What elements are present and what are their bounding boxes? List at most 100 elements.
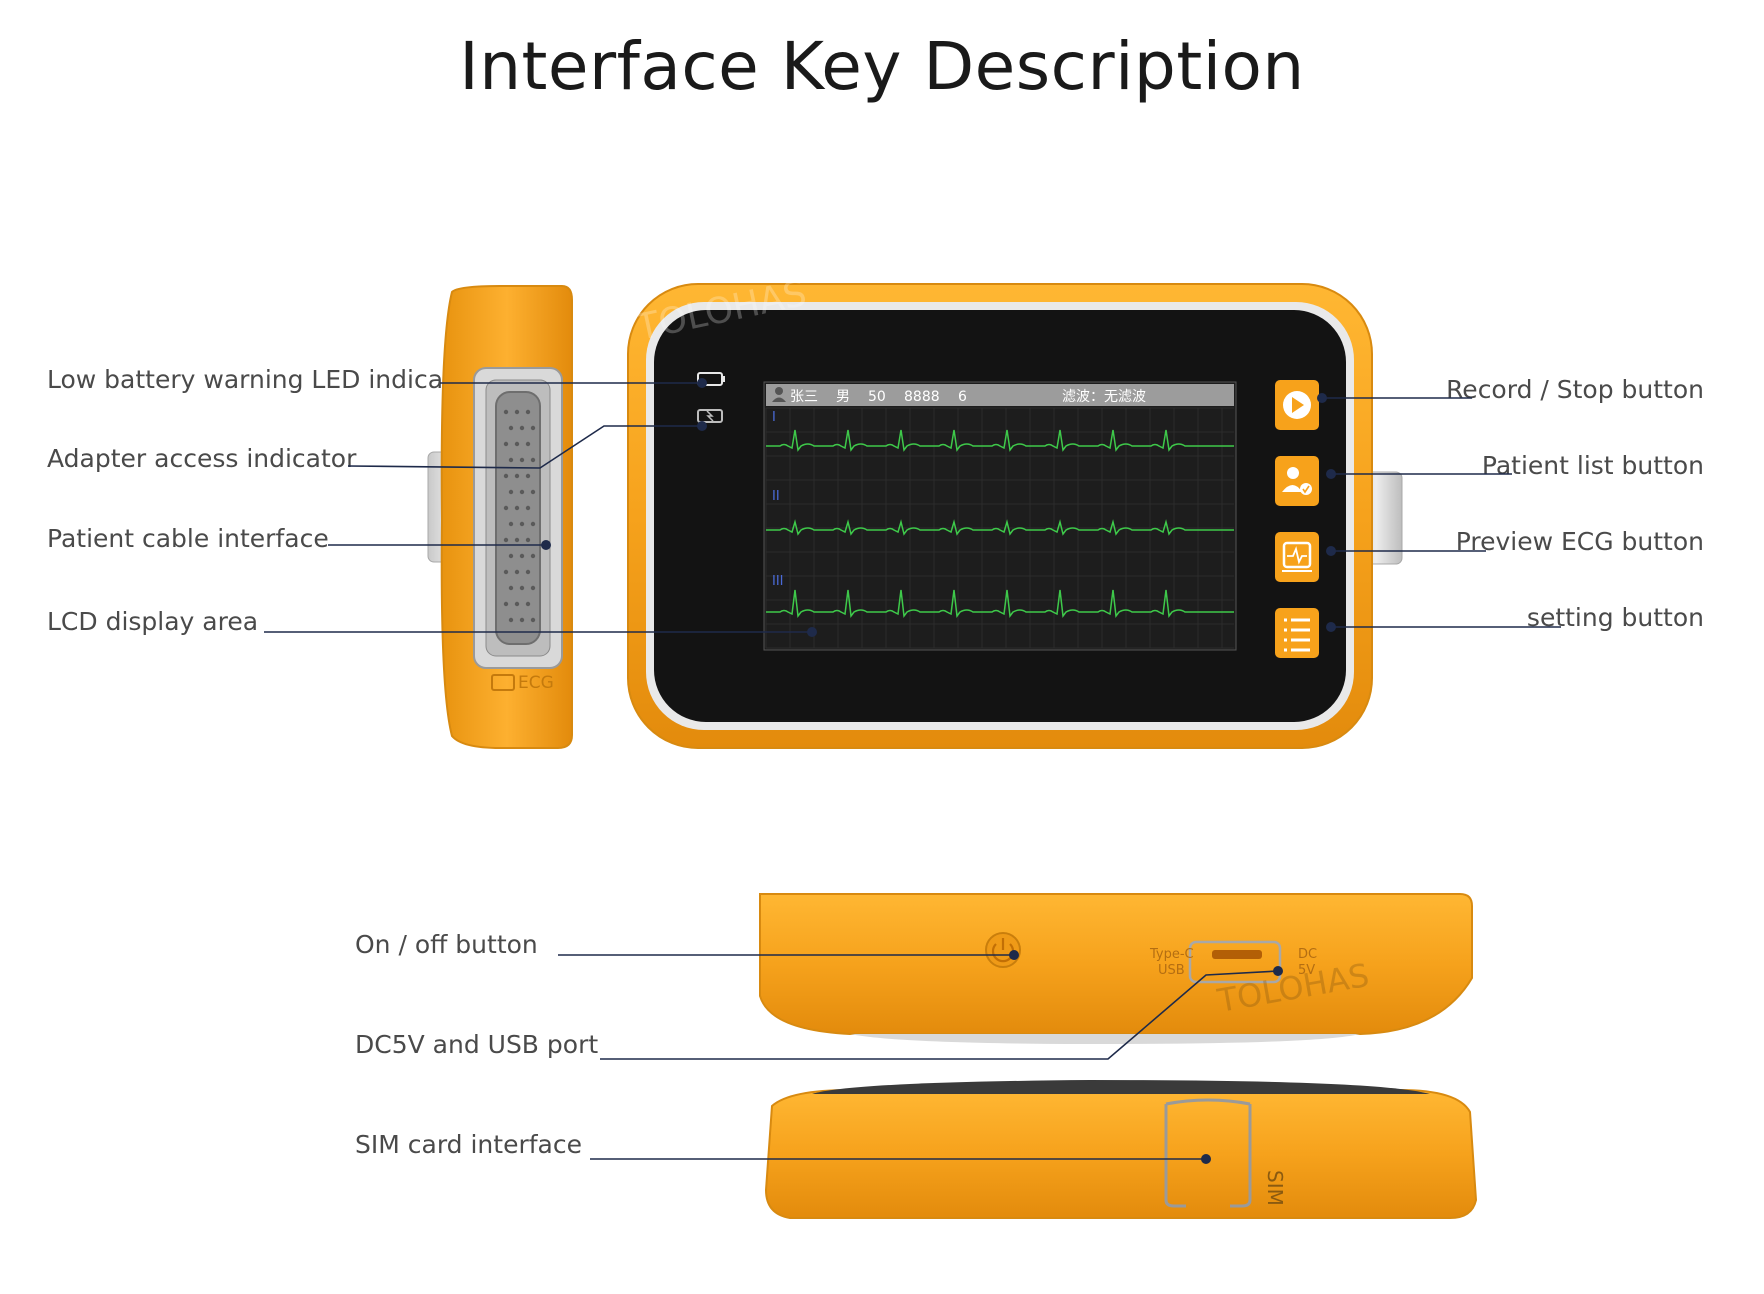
label-patient-cable-interface: Patient cable interface xyxy=(47,524,329,553)
patient-gender: 男 xyxy=(836,389,850,405)
connector-pin xyxy=(514,409,520,415)
connector-pin xyxy=(508,489,514,495)
connector-pin xyxy=(525,601,531,607)
filter-status: 滤波：无滤波 xyxy=(1062,389,1146,405)
connector-pin xyxy=(525,537,531,543)
connector-pin xyxy=(514,569,520,575)
label-setting-button: setting button xyxy=(1526,603,1704,632)
ecg-trace-lead-3 xyxy=(766,589,1234,618)
connector-pin xyxy=(508,521,514,527)
label-adapter-indicator: Adapter access indicator xyxy=(47,444,357,473)
connector-pin xyxy=(530,521,536,527)
connector-pin xyxy=(525,409,531,415)
leader-dots xyxy=(541,378,1336,1164)
connector-pin xyxy=(514,537,520,543)
connector-pin xyxy=(530,489,536,495)
connector-pin xyxy=(530,457,536,463)
connector-pin xyxy=(508,585,514,591)
brand-watermark-bottom: TOLOHAS xyxy=(1214,956,1372,1020)
side-view-device: ECG xyxy=(427,285,573,749)
connector-pin xyxy=(514,441,520,447)
connector-pin xyxy=(525,473,531,479)
record-stop-button[interactable] xyxy=(1275,380,1319,430)
lead-label-2: II xyxy=(772,489,780,504)
connector-pin xyxy=(503,505,509,511)
label-on-off-button: On / off button xyxy=(355,930,538,959)
connector-pin xyxy=(530,553,536,559)
adapter-plug-icon xyxy=(697,409,723,423)
setting-button[interactable] xyxy=(1275,608,1319,658)
port-flap xyxy=(1188,940,1282,984)
connector-pin xyxy=(514,505,520,511)
label-record-stop-button: Record / Stop button xyxy=(1446,375,1704,404)
patient-name: 张三 xyxy=(790,389,818,405)
patient-cable-connector xyxy=(495,391,541,645)
screen-status-bar xyxy=(766,384,1234,406)
connector-pin xyxy=(503,601,509,607)
label-dc5v-usb-port: DC5V and USB port xyxy=(355,1030,599,1059)
connector-pin xyxy=(519,457,525,463)
connector-pin xyxy=(525,569,531,575)
label-lcd-display-area: LCD display area xyxy=(47,607,259,636)
usb-label-2: USB xyxy=(1158,963,1185,978)
connector-pin xyxy=(503,569,509,575)
sim-card-slot-right xyxy=(1230,1104,1252,1208)
preview-ecg-button[interactable] xyxy=(1275,532,1319,582)
ecg-trace-lead-2 xyxy=(766,519,1234,536)
connector-pins xyxy=(503,409,536,623)
connector-pin xyxy=(519,617,525,623)
connector-pin xyxy=(508,553,514,559)
dc-label-2: 5V xyxy=(1298,963,1315,978)
power-icon xyxy=(991,943,1015,963)
sim-card-slot-left xyxy=(1164,1104,1186,1208)
play-icon xyxy=(1292,397,1304,413)
usb-label-1: Type-C xyxy=(1149,947,1194,962)
connector-pin xyxy=(519,521,525,527)
connector-pin xyxy=(503,473,509,479)
lead-label-3: III xyxy=(772,574,784,589)
connector-pin xyxy=(503,441,509,447)
connector-pin xyxy=(519,489,525,495)
connector-pin xyxy=(519,425,525,431)
ecg-grid xyxy=(765,407,1234,649)
usb-c-port xyxy=(1212,950,1262,959)
connector-pin xyxy=(525,505,531,511)
connector-pin xyxy=(508,425,514,431)
patient-id: 8888 xyxy=(904,389,940,405)
brand-watermark: TOLOHAS xyxy=(632,273,810,349)
connector-pin xyxy=(503,537,509,543)
device-bezel xyxy=(654,310,1346,722)
back-edge-view: SIM xyxy=(764,1080,1478,1219)
dc-label-1: DC xyxy=(1298,947,1317,962)
connector-pin xyxy=(503,409,509,415)
page-title: Interface Key Description xyxy=(459,28,1305,105)
low-battery-led-icon xyxy=(697,372,725,386)
list-menu-icon xyxy=(1284,618,1310,652)
lead-label-1: I xyxy=(772,410,776,425)
lcd-screen xyxy=(763,381,1237,651)
ecg-heart-icon xyxy=(491,674,515,691)
patient-age: 50 xyxy=(868,389,886,405)
label-preview-ecg-button: Preview ECG button xyxy=(1455,527,1704,556)
ecg-preview-icon xyxy=(1282,541,1312,569)
connector-pin xyxy=(514,473,520,479)
top-edge-view: Type-C USB DC 5V TOLOHAS xyxy=(759,893,1473,1044)
user-icon xyxy=(775,387,783,395)
connector-pin xyxy=(514,601,520,607)
connector-pin xyxy=(519,553,525,559)
label-patient-list-button: Patient list button xyxy=(1481,451,1704,480)
connector-pin xyxy=(508,457,514,463)
power-button xyxy=(985,932,1021,968)
patient-number: 6 xyxy=(958,389,967,405)
connector-pin xyxy=(530,617,536,623)
patient-list-button[interactable] xyxy=(1275,456,1319,506)
sim-label: SIM xyxy=(1263,1170,1287,1206)
connector-pin xyxy=(530,585,536,591)
connector-pin xyxy=(525,441,531,447)
connector-pin xyxy=(519,585,525,591)
label-low-battery-led: Low battery warning LED indicator xyxy=(47,365,479,394)
ecg-side-label: ECG xyxy=(518,673,554,693)
connector-pin xyxy=(530,425,536,431)
